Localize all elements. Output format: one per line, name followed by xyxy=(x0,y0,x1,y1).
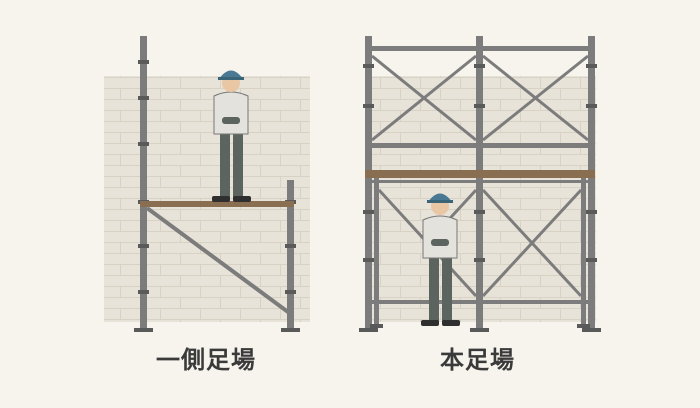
left-base-plate-1 xyxy=(134,328,153,332)
right-upper-ledger xyxy=(365,143,595,148)
single-side-scaffold-label: 一側足場 xyxy=(156,346,256,374)
left-main-pole xyxy=(140,36,147,332)
right-lower-ledger xyxy=(365,300,595,304)
right-lower-braces xyxy=(377,188,583,298)
right-plank xyxy=(365,170,595,178)
double-scaffold-label: 本足場 xyxy=(440,346,515,374)
right-pole-clamps xyxy=(363,64,597,262)
left-short-pole xyxy=(287,180,294,332)
right-base-plates xyxy=(359,324,601,332)
single-side-scaffold xyxy=(104,36,310,332)
right-top-ledger xyxy=(365,46,595,51)
right-plank-ledger xyxy=(365,180,595,183)
right-upper-braces xyxy=(371,54,589,142)
brick-wall-left xyxy=(104,76,310,322)
left-base-plate-2 xyxy=(281,328,300,332)
right-poles xyxy=(365,36,595,332)
left-diagonal-brace xyxy=(145,206,290,314)
construction-worker-icon xyxy=(212,70,251,202)
left-plank xyxy=(140,201,294,207)
construction-worker-icon xyxy=(421,193,460,326)
double-scaffold xyxy=(359,36,601,332)
